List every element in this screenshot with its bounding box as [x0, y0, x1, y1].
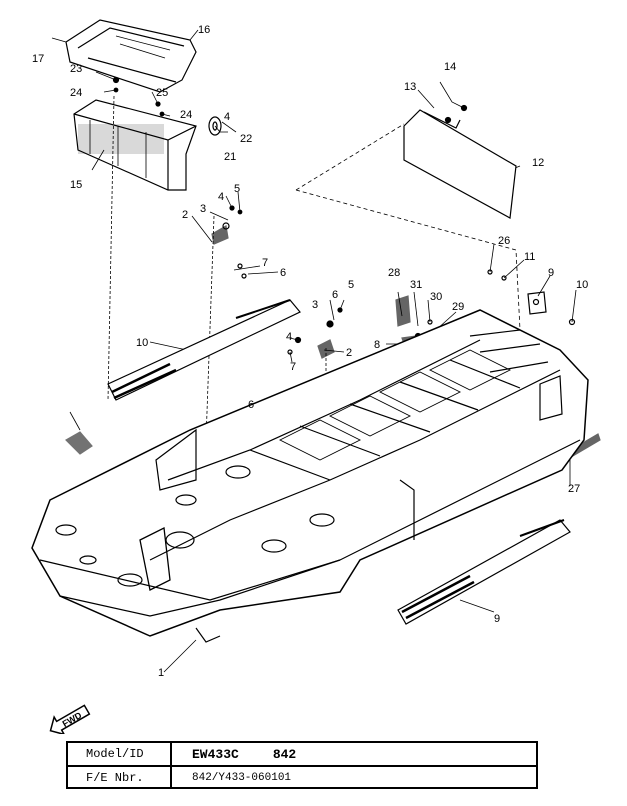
callout-5-lower: 5 — [348, 279, 354, 291]
callout-10: 10 — [136, 337, 148, 349]
callout-7-upper: 7 — [262, 257, 268, 269]
storage-box-part — [73, 99, 197, 191]
fe-row: F/E Nbr. 842/Y433-060101 — [68, 765, 536, 789]
bracket-part — [527, 291, 547, 315]
callout-2-lower: 2 — [346, 347, 352, 359]
callout-11: 9 — [548, 267, 554, 279]
callout-25: 25 — [156, 87, 168, 99]
foot-step-right-part — [397, 519, 571, 625]
callout-26: 27 — [568, 483, 580, 495]
callout-16: 13 — [404, 81, 416, 93]
callout-13: 10 — [576, 279, 588, 291]
callout-7-lower: 7 — [290, 361, 296, 373]
callout-15: 12 — [532, 157, 544, 169]
callout-24-right: 24 — [180, 109, 192, 121]
forward-arrow-icon: FWD — [49, 704, 91, 734]
callout-19: 16 — [198, 24, 210, 36]
callout-6-upper: 6 — [280, 267, 286, 279]
model-row: Model/ID EW433C 842 — [68, 743, 536, 765]
callout-5-upper: 5 — [234, 183, 240, 195]
callout-30: 31 — [410, 279, 422, 291]
callout-20: 17 — [32, 53, 44, 65]
callout-14: 11 — [524, 251, 535, 263]
callout-4-upper: 4 — [224, 111, 230, 123]
main-frame-part — [31, 309, 589, 643]
parts-exploded-diagram: 17 16 23 24 25 24 4 22 21 15 5 4 3 2 7 6… — [31, 19, 601, 679]
callout-8: 8 — [374, 339, 380, 351]
callout-18: 15 — [70, 179, 82, 191]
callout-24-left: 24 — [70, 87, 82, 99]
model-code: 842 — [272, 746, 297, 762]
callout-1: 1 — [158, 667, 164, 679]
callout-3-upper: 3 — [200, 203, 206, 215]
model-label: Model/ID — [68, 743, 172, 765]
model-info-table: Model/ID EW433C 842 F/E Nbr. 842/Y433-06… — [66, 741, 538, 789]
callout-27: 28 — [388, 267, 400, 279]
model-value-cell: EW433C 842 — [172, 743, 536, 765]
callout-17: 14 — [444, 61, 456, 73]
rear-panel-part — [403, 109, 517, 219]
callout-22: 22 — [240, 133, 252, 145]
callout-3-lower: 3 — [312, 299, 318, 311]
foot-step-left-part — [107, 299, 301, 401]
clip-part — [65, 431, 93, 455]
callout-23: 23 — [70, 63, 82, 75]
callout-28: 29 — [452, 301, 464, 313]
grommet-part — [208, 116, 222, 136]
callout-4-mid: 4 — [218, 191, 224, 203]
callout-29: 30 — [430, 291, 442, 303]
callout-6-bolt: 6 — [248, 399, 254, 411]
callout-2-upper: 2 — [182, 209, 188, 221]
seat-cover-part — [65, 19, 197, 93]
model-value: EW433C — [192, 746, 239, 762]
callout-4-lower: 4 — [286, 331, 292, 343]
latch-part — [211, 225, 335, 359]
fe-value: 842/Y433-060101 — [192, 772, 292, 784]
callout-9: 9 — [494, 613, 500, 625]
callout-12: 26 — [498, 235, 510, 247]
callout-21: 21 — [224, 151, 236, 163]
fe-label: F/E Nbr. — [68, 767, 172, 789]
callout-6-lower: 6 — [332, 289, 338, 301]
